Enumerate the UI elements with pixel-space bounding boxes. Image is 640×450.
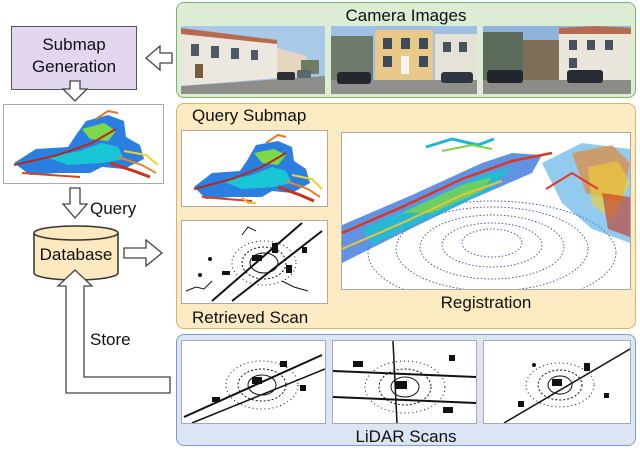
database-cylinder — [32, 224, 120, 282]
lidar-scan-3 — [483, 340, 631, 424]
camera-image-2 — [331, 26, 477, 94]
retrieved-scan-label: Retrieved Scan — [192, 308, 309, 327]
lidar-scans-title: LiDAR Scans — [355, 427, 457, 446]
query-submap-image — [181, 130, 328, 207]
arrow-database-to-retrieved — [123, 238, 164, 268]
submap-generation-line1: Submap — [42, 35, 106, 54]
retrieved-scan-image — [181, 220, 328, 304]
camera-image-1 — [181, 26, 325, 94]
camera-images-title: Camera Images — [345, 6, 467, 25]
query-label: Query — [90, 199, 137, 218]
lidar-scan-2 — [332, 340, 477, 424]
arrow-generation-to-submap — [61, 80, 89, 102]
arrow-store-to-database — [56, 269, 171, 394]
submap-generation-line2: Generation — [31, 57, 117, 76]
registration-label: Registration — [440, 293, 532, 312]
lidar-scan-1 — [181, 340, 326, 424]
database-label: Database — [39, 245, 113, 264]
query-submap-label: Query Submap — [192, 106, 307, 125]
store-label: Store — [90, 330, 131, 349]
submap-generation-box: Submap Generation — [11, 26, 137, 90]
arrow-submap-to-database — [61, 187, 89, 219]
registration-image — [341, 132, 631, 290]
generated-submap-image — [3, 104, 164, 184]
arrow-camera-to-submap — [145, 44, 173, 72]
camera-image-3 — [483, 26, 631, 94]
